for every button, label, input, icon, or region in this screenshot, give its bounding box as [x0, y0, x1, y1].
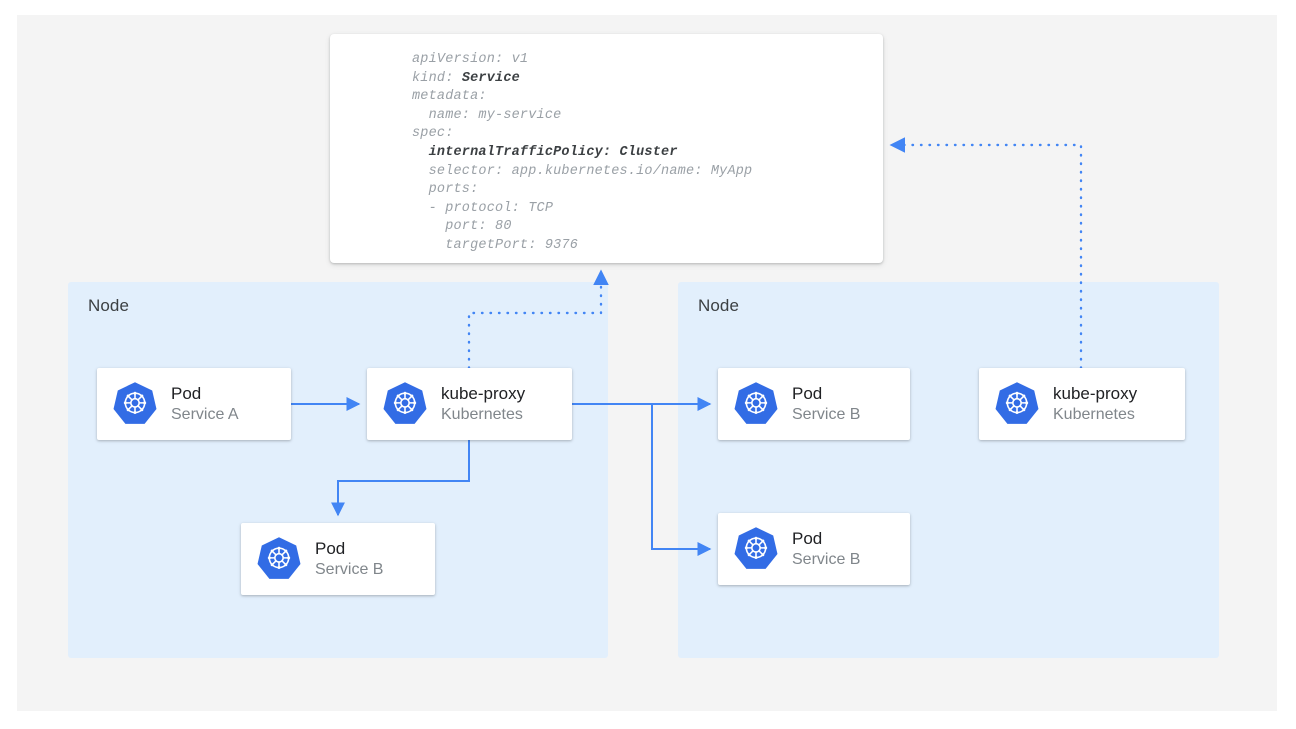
- card-pod-a[interactable]: Pod Service A: [97, 368, 291, 440]
- card-pod-b-right-bottom-subtitle: Service B: [792, 550, 861, 568]
- card-pod-a-text: Pod Service A: [171, 384, 239, 425]
- card-pod-b-right-top-text: Pod Service B: [792, 384, 860, 425]
- card-pod-b-right-top[interactable]: Pod Service B: [718, 368, 910, 440]
- card-pod-b-left[interactable]: Pod Service B: [241, 523, 435, 595]
- kubernetes-logo-icon: [995, 380, 1039, 429]
- card-kube-proxy-right-subtitle: Kubernetes: [1053, 405, 1135, 423]
- card-pod-b-right-bottom-title: Pod: [792, 528, 823, 548]
- yaml-line-port: port: 80: [412, 219, 512, 235]
- card-kube-proxy-right[interactable]: kube-proxy Kubernetes: [979, 368, 1185, 440]
- yaml-line-target-port: targetPort: 9376: [412, 237, 579, 253]
- kubernetes-logo-icon: [113, 380, 157, 429]
- card-kube-proxy-left-subtitle: Kubernetes: [441, 405, 523, 423]
- kubernetes-logo-icon: [734, 380, 778, 429]
- yaml-line-kind-key: kind:: [412, 70, 462, 86]
- yaml-line-metadata: metadata:: [412, 89, 487, 105]
- yaml-line-protocol: - protocol: TCP: [412, 200, 554, 216]
- yaml-line-kind-value: Service: [461, 70, 520, 86]
- card-pod-b-right-top-title: Pod: [792, 383, 823, 403]
- card-kube-proxy-left-title: kube-proxy: [441, 383, 526, 403]
- yaml-line-apiversion: apiVersion: v1: [412, 52, 529, 67]
- card-kube-proxy-right-title: kube-proxy: [1053, 383, 1138, 403]
- service-manifest-code: apiVersion: v1 kind: Service metadata: n…: [412, 51, 752, 256]
- yaml-line-internal-traffic-policy: internalTrafficPolicy: Cluster: [412, 144, 678, 160]
- yaml-line-name: name: my-service: [412, 107, 562, 123]
- service-manifest-panel: apiVersion: v1 kind: Service metadata: n…: [330, 34, 883, 263]
- kubernetes-logo-icon: [383, 380, 427, 429]
- card-pod-b-left-title: Pod: [315, 538, 346, 558]
- card-pod-b-right-bottom[interactable]: Pod Service B: [718, 513, 910, 585]
- kubernetes-logo-icon: [257, 535, 301, 584]
- yaml-line-selector: selector: app.kubernetes.io/name: MyApp: [412, 163, 753, 179]
- yaml-line-spec: spec:: [412, 126, 454, 142]
- kubernetes-logo-icon: [734, 525, 778, 574]
- card-kube-proxy-left[interactable]: kube-proxy Kubernetes: [367, 368, 572, 440]
- yaml-line-ports: ports:: [412, 182, 479, 198]
- card-pod-a-subtitle: Service A: [171, 405, 239, 423]
- card-pod-b-right-top-subtitle: Service B: [792, 405, 861, 423]
- node-right-label: Node: [698, 296, 740, 315]
- card-pod-b-left-subtitle: Service B: [315, 560, 384, 578]
- card-pod-b-left-text: Pod Service B: [315, 539, 383, 580]
- card-pod-b-right-bottom-text: Pod Service B: [792, 529, 860, 570]
- node-group-right: Node: [678, 282, 1219, 658]
- card-kube-proxy-right-text: kube-proxy Kubernetes: [1053, 384, 1137, 425]
- card-kube-proxy-left-text: kube-proxy Kubernetes: [441, 384, 525, 425]
- node-left-label: Node: [88, 296, 130, 315]
- card-pod-a-title: Pod: [171, 383, 202, 403]
- node-group-left: Node: [68, 282, 608, 658]
